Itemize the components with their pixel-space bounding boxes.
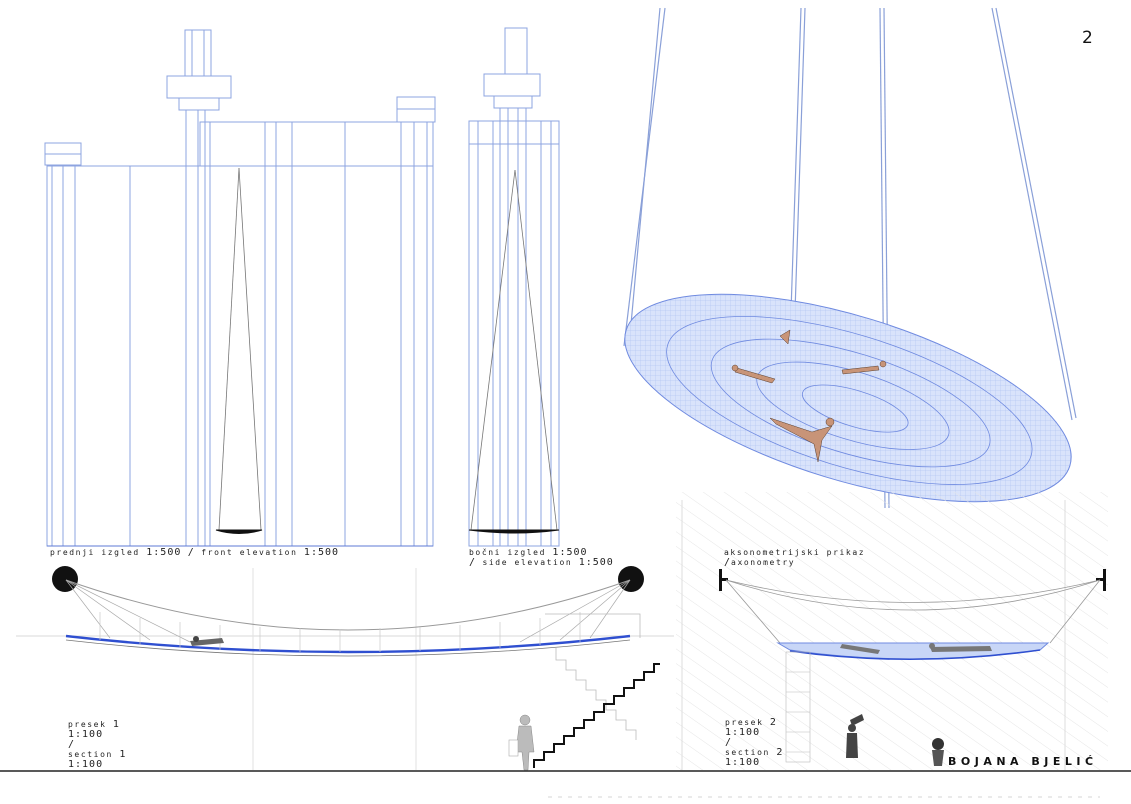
front-elevation-drawing — [44, 29, 436, 547]
section-1-number-sr: 1 — [112, 719, 120, 730]
section-1-number-en: 1 — [119, 749, 127, 760]
front-elevation-label: prednji izgled 1:500 / front elevation 1… — [50, 548, 339, 558]
section-2-number-sr: 2 — [769, 717, 777, 728]
side-elevation-drawing — [468, 27, 560, 547]
section-2-title-sr: presek — [725, 718, 764, 727]
section-1-drawing — [16, 566, 674, 771]
section-2-drawing — [676, 492, 1108, 770]
front-elevation-title-en: front elevation — [201, 548, 298, 557]
section-2-title-en: section — [725, 748, 770, 757]
section-1-title-sr: presek — [68, 720, 107, 729]
side-elevation-scale-sr: 1:500 — [552, 547, 588, 558]
axonometry-label: aksonometrijski prikaz /axonometry — [724, 548, 865, 568]
side-elevation-title-sr: bočni izgled — [469, 548, 546, 557]
front-elevation-scale-sr: 1:500 — [146, 547, 182, 558]
page-number: 2 — [1082, 28, 1093, 48]
section-1-scale-sr: 1:100 — [68, 729, 104, 740]
author-name: BOJANA BJELIĆ — [948, 755, 1098, 768]
front-elevation-scale-en: 1:500 — [303, 547, 340, 558]
axonometry-title-sr: aksonometrijski prikaz — [724, 548, 866, 557]
section-1-scale-en: 1:100 — [68, 759, 104, 770]
side-elevation-label: bočni izgled 1:500 / side elevation 1:50… — [469, 548, 614, 568]
side-elevation-scale-en: 1:500 — [578, 557, 614, 568]
side-elevation-separator: / — [469, 557, 477, 568]
front-elevation-title-sr: prednji izgled — [50, 548, 140, 557]
section-2-number-en: 2 — [776, 747, 784, 758]
section-2-separator: / — [725, 737, 733, 748]
section-2-scale-sr: 1:100 — [725, 727, 761, 738]
section-1-separator: / — [68, 739, 76, 750]
axonometry-title-en: axonometry — [731, 558, 796, 567]
side-elevation-title-en: side elevation — [482, 558, 573, 567]
axonometry-drawing — [602, 7, 1094, 520]
section-1-label: presek 1 1:100 / section 1 1:100 — [68, 720, 126, 770]
axonometry-separator: / — [724, 557, 732, 568]
section-2-label: presek 2 1:100 / section 2 1:100 — [725, 718, 783, 768]
section-2-scale-en: 1:100 — [725, 757, 761, 768]
front-elevation-separator: / — [187, 547, 195, 558]
section-1-title-en: section — [68, 750, 113, 759]
